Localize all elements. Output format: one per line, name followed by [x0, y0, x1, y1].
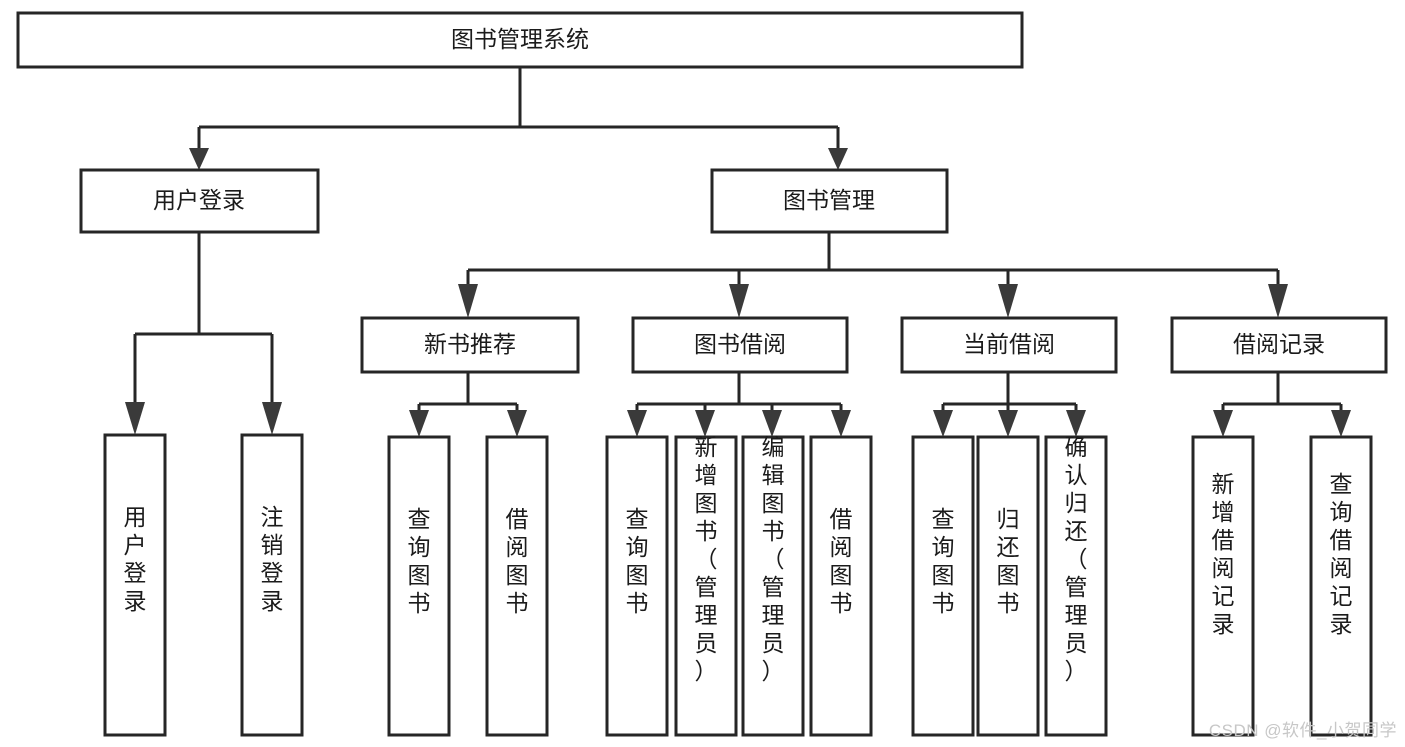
node-borrow-record-label: 借阅记录: [1233, 331, 1325, 357]
leaf-borrow-book-1-label: 借阅图书: [506, 506, 529, 616]
connector-bookmanage-to-level3: [458, 232, 1288, 318]
connector-newbook-to-leaves: [409, 372, 527, 437]
leaf-borrow-book-1[interactable]: 借阅图书: [485, 435, 549, 737]
leaf-return-book-label: 归还图书: [997, 506, 1020, 616]
node-root-label: 图书管理系统: [451, 26, 589, 52]
leaf-query-book-1[interactable]: 查询图书: [387, 435, 451, 737]
leaf-edit-book[interactable]: 编辑图书（管理员）: [741, 434, 805, 737]
leaf-confirm-return-label: 确认归还（管理员）: [1065, 434, 1088, 684]
node-book-manage-label: 图书管理: [783, 187, 875, 213]
node-current-borrow[interactable]: 当前借阅: [900, 316, 1118, 374]
node-root-system[interactable]: 图书管理系统: [16, 11, 1024, 69]
node-new-book-recommend-label: 新书推荐: [424, 331, 516, 357]
csdn-watermark: CSDN @软件_小贺同学: [1208, 721, 1397, 740]
leaf-add-book[interactable]: 新增图书（管理员）: [674, 434, 738, 737]
leaf-logout-login-label: 注销登录: [261, 504, 284, 614]
leaf-query-borrow-record-label: 查询借阅记录: [1330, 471, 1353, 637]
leaf-logout-login[interactable]: 注销登录: [240, 433, 304, 737]
leaf-query-book-1-label: 查询图书: [408, 506, 431, 616]
node-user-login[interactable]: 用户登录: [79, 168, 320, 234]
leaf-edit-book-label: 编辑图书（管理员）: [762, 434, 785, 684]
node-user-login-label: 用户登录: [153, 187, 245, 213]
node-borrow-record[interactable]: 借阅记录: [1170, 316, 1388, 374]
leaf-add-borrow-record[interactable]: 新增借阅记录: [1191, 435, 1255, 737]
leaf-query-book-2-label: 查询图书: [626, 506, 649, 616]
leaf-query-book-2[interactable]: 查询图书: [605, 435, 669, 737]
connector-currentborrow-to-leaves: [933, 372, 1086, 437]
leaf-query-book-3-label: 查询图书: [932, 506, 955, 616]
node-new-book-recommend[interactable]: 新书推荐: [360, 316, 580, 374]
connector-bookborrow-to-leaves: [627, 372, 851, 437]
node-current-borrow-label: 当前借阅: [963, 331, 1055, 357]
leaf-user-login-label: 用户登录: [124, 504, 147, 614]
leaf-user-login[interactable]: 用户登录: [103, 433, 167, 737]
node-book-borrow-label: 图书借阅: [694, 331, 786, 357]
connector-userlogin-to-leaves: [125, 232, 282, 435]
connector-root-to-level2: [189, 67, 848, 170]
connector-borrowrecord-to-leaves: [1213, 372, 1351, 437]
leaf-query-book-3[interactable]: 查询图书: [911, 435, 975, 737]
node-book-manage[interactable]: 图书管理: [710, 168, 949, 234]
leaf-borrow-book-2-label: 借阅图书: [830, 506, 853, 616]
leaf-add-book-label: 新增图书（管理员）: [695, 434, 718, 684]
leaf-borrow-book-2[interactable]: 借阅图书: [809, 435, 873, 737]
leaf-add-borrow-record-label: 新增借阅记录: [1212, 471, 1235, 637]
leaf-query-borrow-record[interactable]: 查询借阅记录: [1309, 435, 1373, 737]
leaf-confirm-return[interactable]: 确认归还（管理员）: [1044, 434, 1108, 737]
leaf-return-book[interactable]: 归还图书: [976, 435, 1040, 737]
node-book-borrow[interactable]: 图书借阅: [631, 316, 849, 374]
